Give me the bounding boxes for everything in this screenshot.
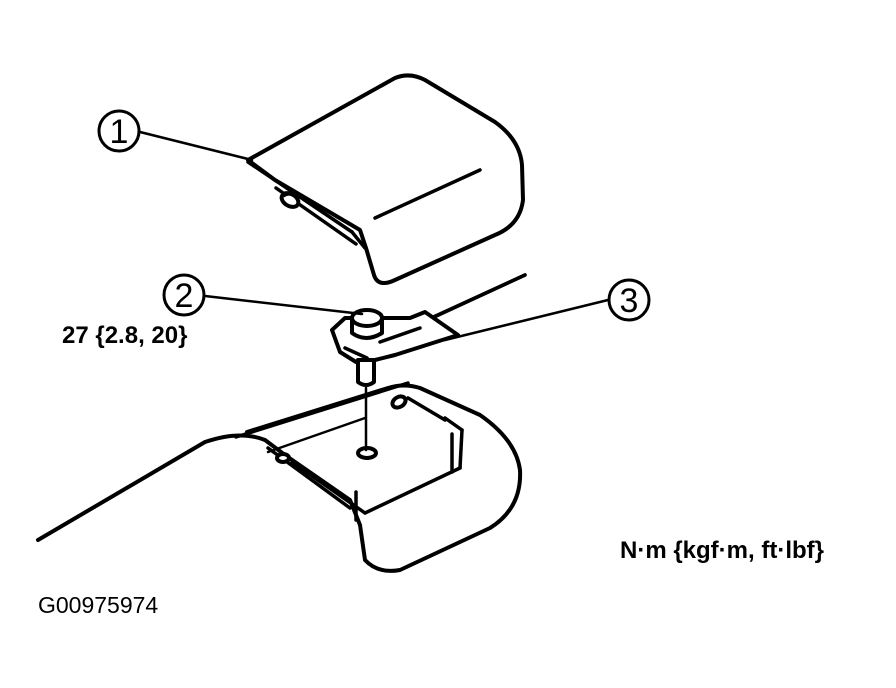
callout-2: 2 [162, 273, 206, 317]
leader-line-1 [138, 130, 254, 162]
callout-1: 1 [97, 109, 141, 153]
bolt [350, 308, 384, 452]
callout-3-label: 3 [620, 282, 639, 320]
units-note: N·m {kgf·m, ft·lbf} [620, 537, 824, 564]
leader-line-3 [443, 298, 610, 342]
callout-2-label: 2 [175, 277, 194, 315]
armrest-lid [246, 73, 525, 286]
console-base [36, 381, 523, 573]
callout-1-label: 1 [110, 113, 129, 151]
torque-spec: 27 {2.8, 20} [62, 322, 188, 349]
callout-3: 3 [607, 278, 651, 322]
figure-code: G00975974 [38, 592, 159, 618]
leader-line-2 [203, 294, 364, 316]
